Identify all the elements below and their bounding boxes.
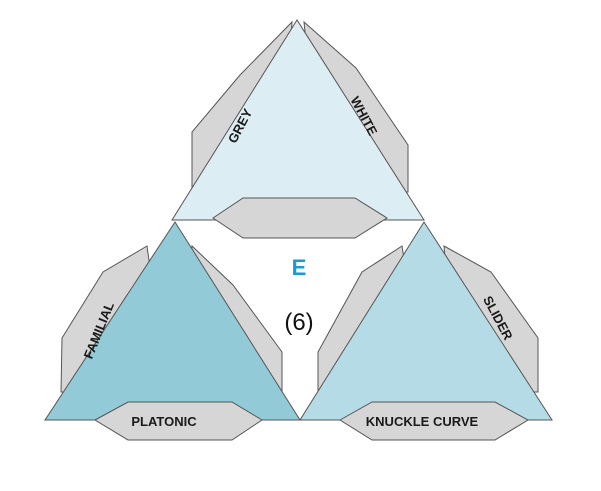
center-count: (6) <box>284 309 313 336</box>
top-bottom-flap <box>212 197 388 239</box>
center-letter: E <box>292 255 307 280</box>
bottom-left-triangle-group: FAMILIAL PLATONIC <box>44 221 301 441</box>
platonic-label: PLATONIC <box>131 414 197 429</box>
knuckle-curve-label: KNUCKLE CURVE <box>366 414 479 429</box>
platonic-flap <box>93 401 263 441</box>
top-triangle-group: GREY WHITE <box>171 19 425 239</box>
knuckle-curve-flap <box>339 401 530 441</box>
bottom-right-triangle-group: SLIDER KNUCKLE CURVE <box>299 221 553 441</box>
